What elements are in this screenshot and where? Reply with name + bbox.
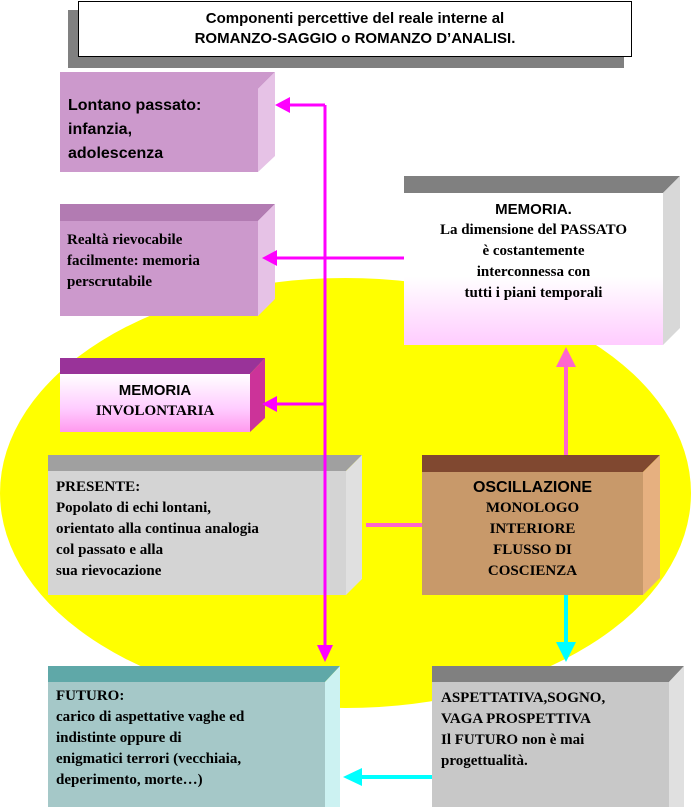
presente-line-1: PRESENTE: [56, 479, 141, 495]
oscillazione-line-1: OSCILLAZIONE [472, 479, 593, 496]
title-line-2: ROMANZO-SAGGIO o ROMANZO D’ANALISI. [194, 30, 516, 47]
cyan-arrows [343, 595, 576, 786]
memoria-line-1: MEMORIA. [495, 201, 572, 218]
oscillazione-text: OSCILLAZIONE MONOLOGO INTERIORE FLUSSO D… [422, 477, 643, 582]
oscillazione-line-4: FLUSSO DI [493, 542, 572, 558]
futuro-line-1: FUTURO: [56, 688, 125, 704]
lontano-passato-text: Lontano passato: infanzia, adolescenza [68, 94, 201, 166]
memoria-line-5: tutti i piani temporali [464, 285, 603, 301]
aspettativa-line-3: Il FUTURO non è mai [441, 732, 585, 748]
memoria-text: MEMORIA. La dimensione del PASSATO è cos… [404, 199, 663, 304]
aspettativa-text: ASPETTATIVA,SOGNO, VAGA PROSPETTIVA Il F… [441, 688, 605, 772]
lontano-line-3: adolescenza [68, 145, 164, 162]
memoria-involontaria-text: MEMORIA INVOLONTARIA [60, 380, 250, 422]
magenta-arrowheads [262, 97, 333, 662]
aspettativa-line-2: VAGA PROSPETTIVA [441, 711, 591, 727]
box-aspettativa [432, 666, 684, 807]
presente-line-4: col passato e alla [56, 542, 164, 558]
presente-text: PRESENTE: Popolato di echi lontani, orie… [56, 477, 259, 582]
futuro-line-3: indistinte oppure di [56, 730, 182, 746]
presente-line-3: orientato alla continua analogia [56, 521, 259, 537]
magenta-arrows [275, 103, 404, 645]
lontano-line-2: infanzia, [68, 121, 133, 138]
presente-line-5: sua rievocazione [56, 563, 162, 579]
pink-arrows [366, 347, 576, 527]
oscillazione-line-5: COSCIENZA [487, 563, 578, 579]
lontano-line-1: Lontano passato: [68, 97, 202, 114]
box-memoria-involontaria [60, 358, 265, 432]
futuro-line-2: carico di aspettative vaghe ed [56, 709, 245, 725]
box-memoria [404, 176, 680, 345]
memoria-line-2: La dimensione del PASSATO [439, 222, 628, 238]
futuro-line-5: deperimento, morte…) [56, 772, 203, 788]
futuro-text: FUTURO: carico di aspettative vaghe ed i… [56, 686, 244, 791]
futuro-line-4: enigmatici terrori (vecchiaia, [56, 751, 242, 767]
box-oscillazione [422, 455, 660, 595]
box-lontano-passato [60, 72, 275, 172]
box-presente [48, 455, 362, 595]
realta-rievocabile-text: Realtà rievocabile facilmente: memoria p… [67, 230, 200, 293]
memoria-line-3: è costantemente [482, 243, 585, 259]
oscillazione-line-2: MONOLOGO [485, 500, 580, 516]
memoria-line-4: interconnessa con [476, 264, 591, 280]
involontaria-line-2: INVOLONTARIA [95, 403, 215, 419]
aspettativa-line-4: progettualità. [441, 753, 528, 769]
aspettativa-line-1: ASPETTATIVA,SOGNO, [441, 690, 606, 706]
involontaria-line-1: MEMORIA [118, 382, 192, 399]
box-futuro [48, 666, 340, 807]
presente-line-2: Popolato di echi lontani, [56, 500, 212, 516]
page-title: Componenti percettive del reale interne … [78, 1, 632, 57]
realta-line-1: Realtà rievocabile [67, 232, 183, 248]
oscillazione-line-3: INTERIORE [489, 521, 576, 537]
realta-line-3: perscrutabile [67, 274, 152, 290]
realta-line-2: facilmente: memoria [67, 253, 200, 269]
title-line-1: Componenti percettive del reale interne … [205, 10, 505, 27]
